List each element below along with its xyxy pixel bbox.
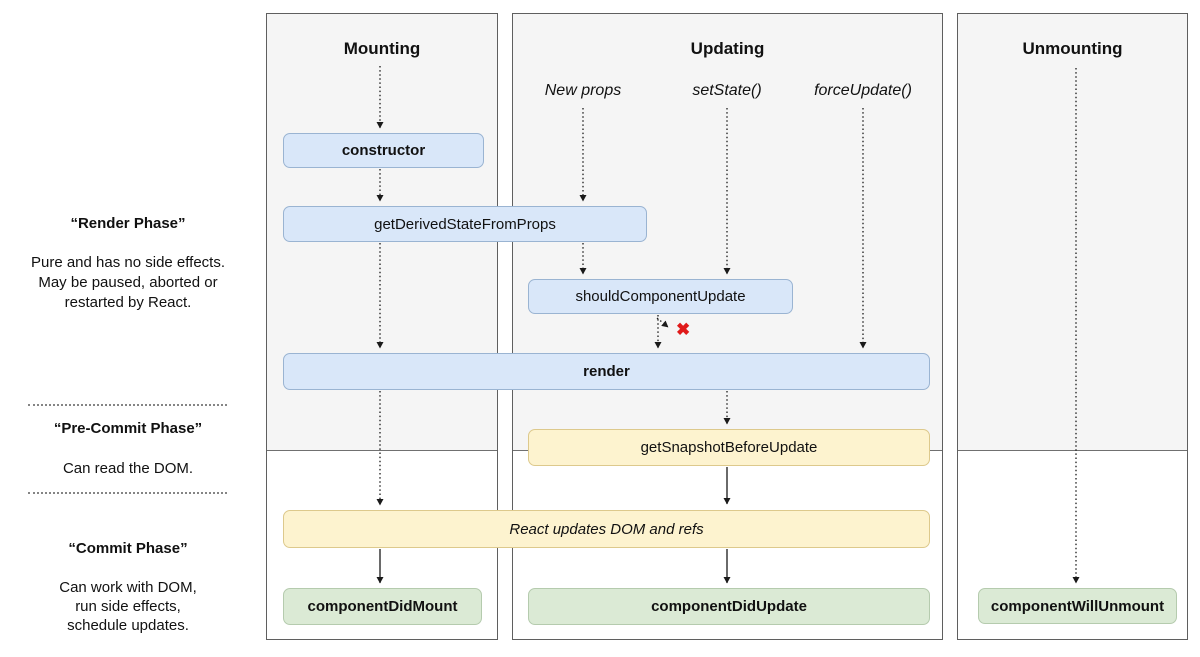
unmounting-column: Unmounting: [957, 13, 1188, 640]
mounting-column-title: Mounting: [343, 39, 421, 58]
unmounting-column-title: Unmounting: [1022, 39, 1123, 58]
render-phase-title: “Render Phase”: [70, 215, 186, 232]
constructor-box: constructor: [283, 133, 484, 168]
trigger-force-update: forceUpdate(): [814, 82, 912, 99]
trigger-new-props: New props: [544, 82, 622, 99]
commit-phase-description: Can work with DOM, run side effects, sch…: [59, 579, 197, 634]
unmounting-render-phase-region: [958, 14, 1187, 451]
updating-column-title: Updating: [690, 39, 765, 58]
react-updates-dom-box: React updates DOM and refs: [283, 510, 930, 548]
should-component-update-box: shouldComponentUpdate: [528, 279, 793, 314]
update-cancelled-x-icon: ✖: [676, 320, 691, 339]
trigger-set-state: setState(): [692, 82, 762, 99]
commit-phase-title: “Commit Phase”: [68, 540, 188, 557]
phase-divider: [28, 492, 227, 494]
phase-divider: [28, 404, 227, 406]
component-will-unmount-box: componentWillUnmount: [978, 588, 1177, 624]
render-box: render: [283, 353, 930, 390]
pre-commit-phase-description: Can read the DOM.: [62, 460, 194, 477]
pre-commit-phase-title: “Pre-Commit Phase”: [53, 420, 203, 437]
get-derived-state-from-props-box: getDerivedStateFromProps: [283, 206, 647, 242]
get-snapshot-before-update-box: getSnapshotBeforeUpdate: [528, 429, 930, 466]
component-did-update-box: componentDidUpdate: [528, 588, 930, 625]
component-did-mount-box: componentDidMount: [283, 588, 482, 625]
render-phase-description: Pure and has no side effects. May be pau…: [30, 254, 226, 311]
